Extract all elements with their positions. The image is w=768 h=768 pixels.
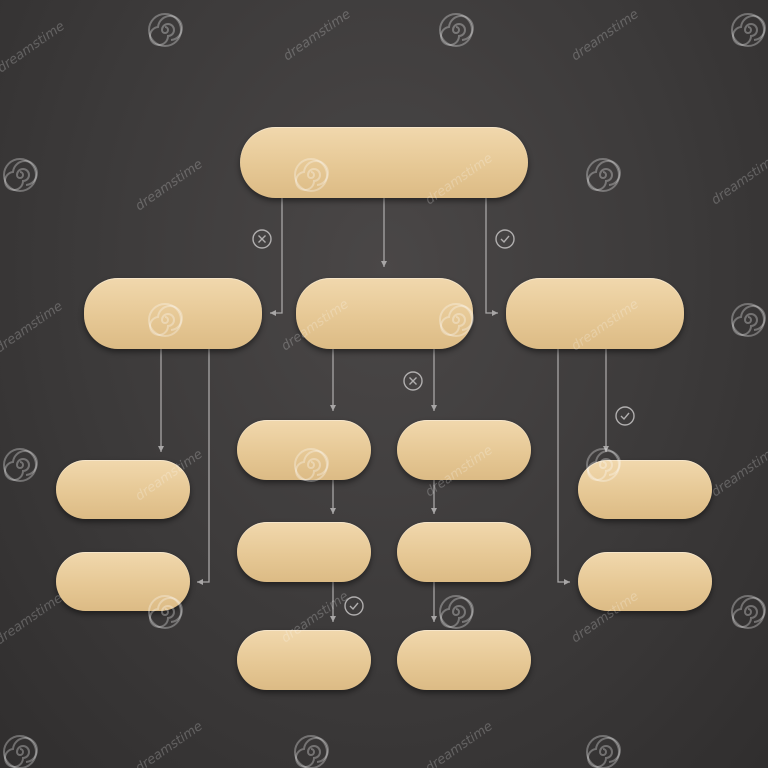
connector-left-to-left-2: [197, 349, 210, 585]
connector-right-to-right-2: [557, 349, 570, 585]
check-icon: [615, 406, 635, 426]
check-icon: [344, 596, 364, 616]
node-left-1: [56, 460, 190, 519]
cross-icon: [403, 371, 423, 391]
node-center-b-2: [397, 522, 531, 582]
node-root: [240, 127, 528, 198]
node-center-a-2: [237, 522, 371, 582]
check-icon: [495, 229, 515, 249]
node-right: [506, 278, 684, 349]
connector-root-to-left: [270, 198, 283, 316]
node-center-a-1: [237, 420, 371, 480]
cross-icon: [252, 229, 272, 249]
node-left-2: [56, 552, 190, 611]
node-center-a-3: [237, 630, 371, 690]
node-left: [84, 278, 262, 349]
node-center: [296, 278, 473, 349]
node-center-b-3: [397, 630, 531, 690]
node-right-2: [578, 552, 712, 611]
node-center-b-1: [397, 420, 531, 480]
node-right-1: [578, 460, 712, 519]
connector-root-to-right: [485, 198, 498, 316]
